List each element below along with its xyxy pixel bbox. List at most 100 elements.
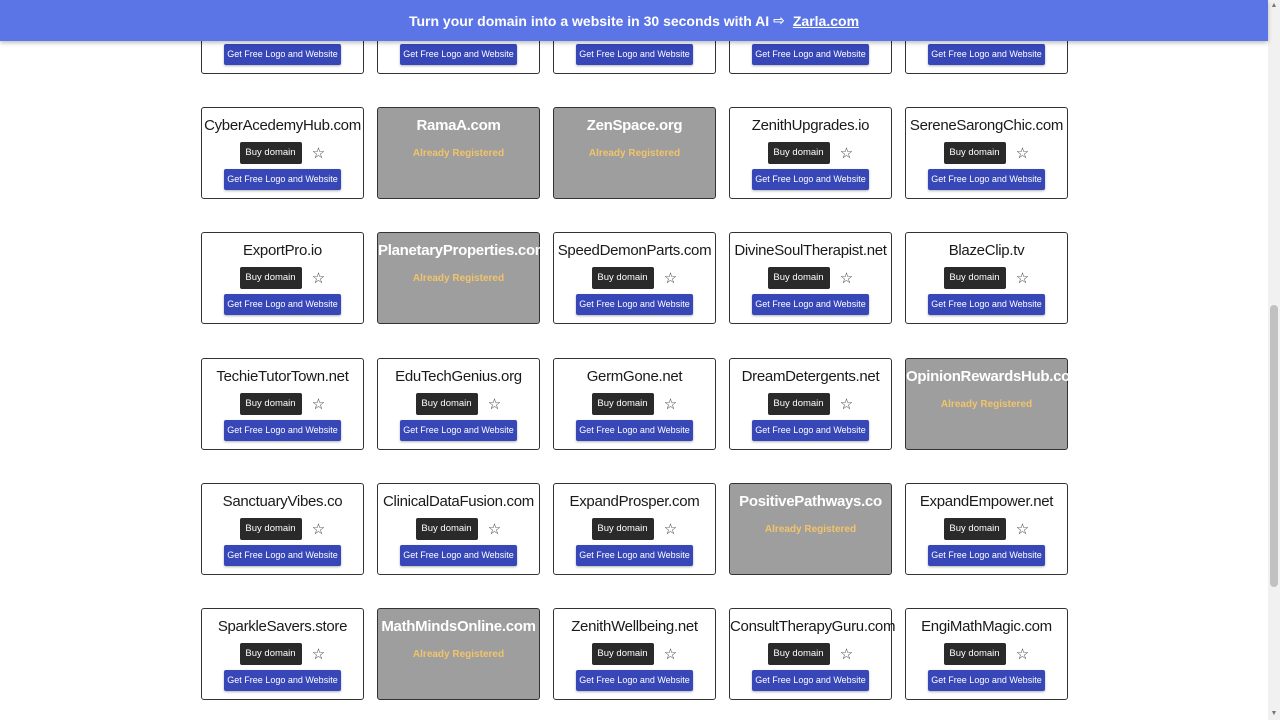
- buy-domain-button[interactable]: Buy domain: [767, 267, 830, 289]
- star-icon[interactable]: ☆: [839, 269, 854, 287]
- buy-row: Buy domain ☆: [906, 518, 1067, 540]
- buy-domain-button[interactable]: Buy domain: [239, 142, 302, 164]
- star-icon[interactable]: ☆: [1015, 645, 1030, 663]
- buy-row: Buy domain ☆: [378, 393, 539, 415]
- buy-domain-button[interactable]: Buy domain: [943, 643, 1006, 665]
- already-registered-label: Already Registered: [764, 524, 857, 535]
- get-free-logo-button[interactable]: Get Free Logo and Website: [752, 420, 869, 441]
- buy-domain-button[interactable]: Buy domain: [943, 518, 1006, 540]
- star-icon[interactable]: ☆: [663, 395, 678, 413]
- star-icon[interactable]: ☆: [839, 645, 854, 663]
- get-free-logo-button[interactable]: Get Free Logo and Website: [752, 294, 869, 315]
- get-free-logo-button[interactable]: Get Free Logo and Website: [224, 545, 341, 566]
- buy-row: Buy domain ☆: [202, 142, 363, 164]
- star-icon[interactable]: ☆: [663, 269, 678, 287]
- get-free-logo-button[interactable]: Get Free Logo and Website: [224, 670, 341, 691]
- domain-name: SpeedDemonParts.com: [557, 242, 712, 259]
- buy-row: Buy domain ☆: [730, 267, 891, 289]
- star-icon[interactable]: ☆: [839, 144, 854, 162]
- buy-domain-button[interactable]: Buy domain: [415, 393, 478, 415]
- get-free-logo-button[interactable]: Get Free Logo and Website: [928, 670, 1045, 691]
- star-icon[interactable]: ☆: [311, 645, 326, 663]
- get-free-logo-button[interactable]: Get Free Logo and Website: [224, 169, 341, 190]
- get-free-logo-button[interactable]: Get Free Logo and Website: [576, 545, 693, 566]
- already-registered-label: Already Registered: [412, 649, 505, 660]
- domain-name: OpinionRewardsHub.com: [906, 368, 1084, 385]
- get-free-logo-button[interactable]: Get Free Logo and Website: [224, 44, 341, 65]
- buy-domain-button[interactable]: Buy domain: [591, 393, 654, 415]
- domain-name: MathMindsOnline.com: [381, 618, 536, 635]
- domain-name: ConsultTherapyGuru.com: [730, 618, 896, 635]
- buy-domain-button[interactable]: Buy domain: [767, 142, 830, 164]
- domain-name: PlanetaryProperties.com: [378, 242, 548, 259]
- buy-domain-button[interactable]: Buy domain: [767, 393, 830, 415]
- buy-row: Buy domain ☆: [730, 643, 891, 665]
- get-free-logo-button[interactable]: Get Free Logo and Website: [928, 545, 1045, 566]
- star-icon[interactable]: ☆: [1015, 520, 1030, 538]
- domain-name: BlazeClip.tv: [948, 242, 1025, 259]
- star-icon[interactable]: ☆: [311, 269, 326, 287]
- domain-name: RamaA.com: [416, 117, 501, 134]
- buy-domain-button[interactable]: Buy domain: [943, 267, 1006, 289]
- get-free-logo-button[interactable]: Get Free Logo and Website: [928, 44, 1045, 65]
- zarla-link[interactable]: Zarla.com: [792, 12, 860, 29]
- get-free-logo-button[interactable]: Get Free Logo and Website: [576, 44, 693, 65]
- get-free-logo-button[interactable]: Get Free Logo and Website: [400, 420, 517, 441]
- already-registered-label: Already Registered: [588, 148, 681, 159]
- get-free-logo-button[interactable]: Get Free Logo and Website: [928, 294, 1045, 315]
- buy-row: Buy domain ☆: [202, 518, 363, 540]
- star-icon[interactable]: ☆: [663, 645, 678, 663]
- buy-domain-button[interactable]: Buy domain: [239, 393, 302, 415]
- get-free-logo-button[interactable]: Get Free Logo and Website: [752, 44, 869, 65]
- star-icon[interactable]: ☆: [311, 520, 326, 538]
- buy-domain-button[interactable]: Buy domain: [943, 142, 1006, 164]
- scroll-up-icon[interactable]: ▲: [1270, 2, 1278, 9]
- get-free-logo-button[interactable]: Get Free Logo and Website: [576, 420, 693, 441]
- scrollbar-thumb[interactable]: [1270, 305, 1278, 587]
- get-free-logo-button[interactable]: Get Free Logo and Website: [752, 169, 869, 190]
- get-free-logo-button[interactable]: Get Free Logo and Website: [576, 294, 693, 315]
- buy-row: Buy domain ☆: [906, 142, 1067, 164]
- buy-row: Buy domain ☆: [202, 267, 363, 289]
- star-icon[interactable]: ☆: [1015, 144, 1030, 162]
- get-free-logo-button[interactable]: Get Free Logo and Website: [400, 44, 517, 65]
- get-free-logo-button[interactable]: Get Free Logo and Website: [928, 169, 1045, 190]
- buy-domain-button[interactable]: Buy domain: [239, 267, 302, 289]
- star-icon[interactable]: ☆: [311, 395, 326, 413]
- star-icon[interactable]: ☆: [487, 395, 502, 413]
- domain-name: EngiMathMagic.com: [921, 618, 1052, 635]
- buy-row: Buy domain ☆: [554, 267, 715, 289]
- get-free-logo-button[interactable]: Get Free Logo and Website: [400, 545, 517, 566]
- buy-domain-button[interactable]: Buy domain: [239, 518, 302, 540]
- scroll-down-icon[interactable]: ▼: [1270, 710, 1278, 717]
- buy-domain-button[interactable]: Buy domain: [415, 518, 478, 540]
- already-registered-label: Already Registered: [412, 273, 505, 284]
- get-free-logo-button[interactable]: Get Free Logo and Website: [224, 420, 341, 441]
- buy-domain-button[interactable]: Buy domain: [591, 643, 654, 665]
- buy-domain-button[interactable]: Buy domain: [591, 518, 654, 540]
- get-free-logo-button[interactable]: Get Free Logo and Website: [576, 670, 693, 691]
- scrollbar[interactable]: ▲ ▼: [1268, 0, 1280, 720]
- buy-row: Buy domain ☆: [730, 142, 891, 164]
- buy-domain-button[interactable]: Buy domain: [767, 643, 830, 665]
- buy-domain-button[interactable]: Buy domain: [591, 267, 654, 289]
- get-free-logo-button[interactable]: Get Free Logo and Website: [752, 670, 869, 691]
- buy-domain-button[interactable]: Buy domain: [239, 643, 302, 665]
- star-icon[interactable]: ☆: [311, 144, 326, 162]
- star-icon[interactable]: ☆: [487, 520, 502, 538]
- star-icon[interactable]: ☆: [663, 520, 678, 538]
- star-icon[interactable]: ☆: [1015, 269, 1030, 287]
- buy-row: Buy domain ☆: [906, 643, 1067, 665]
- domain-name: SanctuaryVibes.co: [222, 493, 343, 510]
- star-icon[interactable]: ☆: [839, 395, 854, 413]
- get-free-logo-button[interactable]: Get Free Logo and Website: [224, 294, 341, 315]
- domain-name: ExportPro.io: [243, 242, 322, 259]
